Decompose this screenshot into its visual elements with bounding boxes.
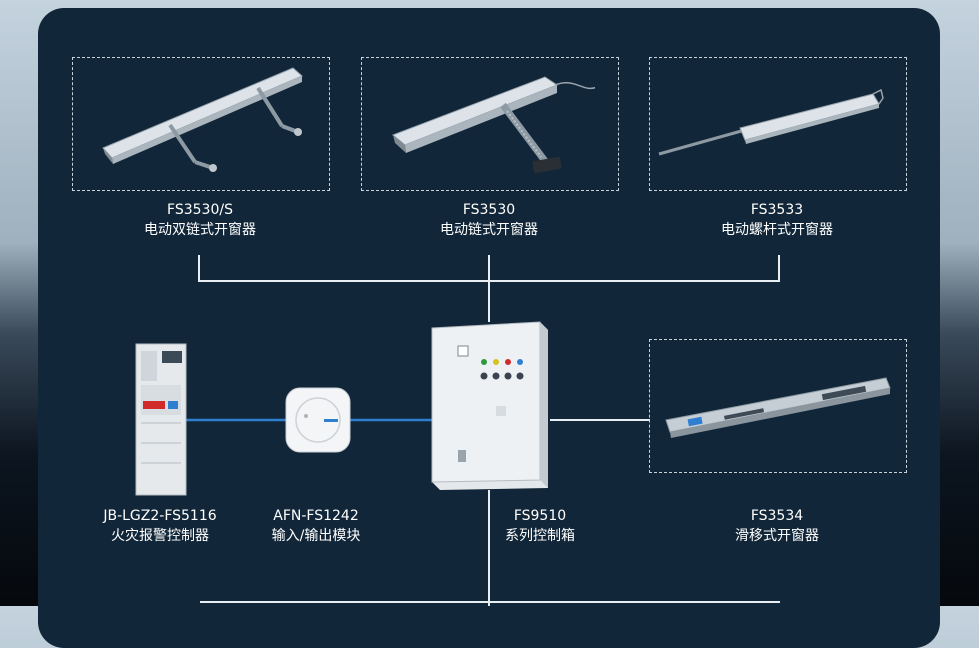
afn-label: AFN-FS1242 输入/输出模块: [196, 506, 436, 546]
fs3530-frame: [361, 57, 619, 191]
jb-controller-image: [135, 343, 187, 496]
afn-name: 输入/输出模块: [271, 528, 361, 544]
connection-lines: [185, 255, 780, 606]
fs3530-model: FS3530: [462, 202, 516, 218]
fs3534-label: FS3534 滑移式开窗器: [657, 506, 897, 546]
afn-module-image: [285, 387, 351, 453]
fs3530-label: FS3530 电动链式开窗器: [369, 200, 609, 240]
fs3533-model: FS3533: [750, 202, 804, 218]
fs9510-model: FS9510: [513, 508, 567, 524]
fs3530s-model: FS3530/S: [167, 202, 233, 218]
fs3530s-image: [102, 67, 303, 172]
fs3534-name: 滑移式开窗器: [735, 528, 819, 544]
fs3530-image: [392, 76, 595, 174]
jb-model: JB-LGZ2-FS5116: [103, 508, 217, 524]
fs3533-label: FS3533 电动螺杆式开窗器: [657, 200, 897, 240]
fs3534-model: FS3534: [750, 508, 804, 524]
fs3530s-frame: [72, 57, 330, 191]
fs3530-name: 电动链式开窗器: [440, 222, 538, 238]
fs9510-name: 系列控制箱: [505, 528, 575, 544]
fs3534-image: [665, 377, 891, 438]
fs3533-name: 电动螺杆式开窗器: [721, 222, 833, 238]
fs3533-frame: [649, 57, 907, 191]
afn-model: AFN-FS1242: [273, 508, 359, 524]
jb-label: JB-LGZ2-FS5116 火灾报警控制器: [40, 506, 280, 546]
fs3530s-label: FS3530/S 电动双链式开窗器: [80, 200, 320, 240]
fs9510-box-image: [431, 321, 548, 490]
fs3534-frame: [649, 339, 907, 473]
fs3530s-name: 电动双链式开窗器: [144, 222, 256, 238]
fs3533-image: [658, 88, 884, 156]
jb-name: 火灾报警控制器: [111, 528, 209, 544]
fs9510-label: FS9510 系列控制箱: [420, 506, 660, 546]
